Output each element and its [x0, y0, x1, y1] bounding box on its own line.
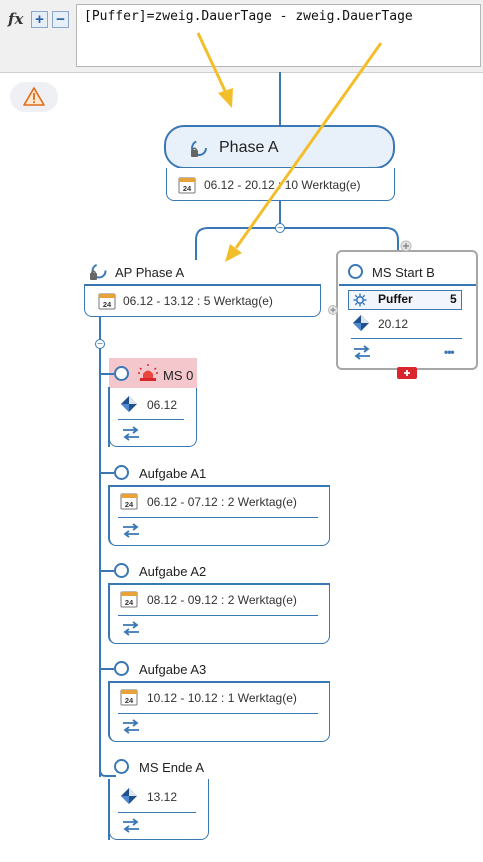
separator	[118, 419, 184, 420]
branch-line	[100, 472, 114, 474]
milestone-diamond-icon	[121, 396, 137, 412]
formula-bar: fx + − [Puffer]=zweig.DauerTage - zweig.…	[0, 0, 483, 73]
calendar-icon: 24	[178, 177, 196, 194]
task-card	[108, 585, 330, 644]
milestone-circle-icon	[348, 264, 363, 279]
task-circle-icon	[114, 661, 129, 676]
phase-a-node[interactable]	[164, 125, 395, 169]
separator	[118, 615, 318, 616]
connector-line	[279, 72, 281, 125]
task-text: 13.12	[147, 790, 178, 804]
task-text: 08.12 - 09.12 : 2 Werktag(e)	[147, 593, 297, 607]
task-title[interactable]: Aufgabe A1	[139, 466, 207, 481]
alarm-icon	[138, 364, 158, 381]
dependency-icon[interactable]	[121, 718, 141, 735]
progress-icon	[90, 263, 107, 280]
delete-icon[interactable]	[397, 367, 417, 379]
task-card	[108, 683, 330, 742]
task-title[interactable]: Aufgabe A3	[139, 662, 207, 677]
task-card	[108, 487, 330, 546]
puffer-value[interactable]: 5	[450, 292, 457, 306]
add-button[interactable]: +	[31, 11, 48, 28]
separator	[118, 517, 318, 518]
phase-a-details	[166, 168, 395, 201]
milestone-circle-icon	[114, 366, 129, 381]
warning-button[interactable]	[10, 82, 58, 112]
ms-start-b-title: MS Start B	[372, 265, 435, 280]
task-title[interactable]: MS Ende A	[139, 760, 205, 775]
node-header-line	[108, 583, 330, 585]
task-title[interactable]: Aufgabe A2	[139, 564, 207, 579]
svg-text:24: 24	[183, 184, 192, 193]
remove-button[interactable]: −	[52, 11, 69, 28]
children-spine	[99, 317, 101, 777]
milestone-circle-icon	[114, 759, 129, 774]
calendar-icon: 24	[120, 493, 138, 510]
calendar-icon: 24	[98, 293, 116, 310]
ap-phase-a-title[interactable]: AP Phase A	[115, 265, 185, 280]
milestone-diamond-icon	[121, 788, 137, 804]
add-handle-icon[interactable]	[400, 240, 412, 252]
node-header-line	[339, 284, 476, 286]
branch-line	[100, 570, 114, 572]
separator	[118, 812, 196, 813]
dependency-icon[interactable]	[121, 425, 141, 442]
ap-phase-a-details	[84, 286, 321, 317]
separator	[351, 338, 462, 339]
settings-icon	[353, 293, 367, 307]
dependency-icon[interactable]	[121, 817, 141, 834]
calendar-icon: 24	[120, 591, 138, 608]
task-text: 06.12 - 07.12 : 2 Werktag(e)	[147, 495, 297, 509]
warning-icon	[23, 87, 45, 106]
svg-text:24: 24	[125, 598, 134, 607]
puffer-field[interactable]	[348, 290, 462, 310]
svg-text:24: 24	[125, 696, 134, 705]
dependency-icon[interactable]	[121, 522, 141, 539]
node-header-line	[108, 681, 330, 683]
node-header-line	[84, 284, 321, 286]
puffer-label: Puffer	[378, 292, 413, 306]
svg-text:24: 24	[125, 500, 134, 509]
fx-icon: fx	[8, 10, 24, 28]
branch-line	[100, 668, 114, 670]
formula-input[interactable]: [Puffer]=zweig.DauerTage - zweig.DauerTa…	[76, 4, 481, 67]
task-circle-icon	[114, 563, 129, 578]
more-options-button[interactable]: •••	[444, 345, 455, 359]
calendar-icon: 24	[120, 689, 138, 706]
phase-a-title: Phase A	[219, 139, 279, 156]
svg-text:24: 24	[103, 300, 112, 309]
branch-connector	[195, 227, 399, 260]
add-handle-icon[interactable]	[328, 305, 338, 315]
collapse-toggle[interactable]: −	[275, 223, 285, 234]
node-header-line	[108, 485, 330, 487]
milestone-diamond-icon	[353, 315, 369, 331]
task-circle-icon	[114, 465, 129, 480]
ap-phase-a-dates: 06.12 - 13.12 : 5 Werktag(e)	[123, 294, 273, 308]
branch-line	[99, 762, 116, 777]
ms-start-b-date: 20.12	[378, 317, 409, 331]
progress-icon	[191, 140, 207, 157]
dependency-icon[interactable]	[352, 344, 372, 361]
branch-line	[100, 373, 114, 375]
task-text: 06.12	[147, 398, 178, 412]
connector-line	[279, 201, 281, 227]
collapse-toggle[interactable]: −	[95, 339, 105, 350]
task-text: 10.12 - 10.12 : 1 Werktag(e)	[147, 691, 297, 705]
task-card	[109, 388, 197, 447]
separator	[118, 713, 318, 714]
dependency-icon[interactable]	[121, 620, 141, 637]
task-title[interactable]: MS 0	[163, 368, 194, 383]
